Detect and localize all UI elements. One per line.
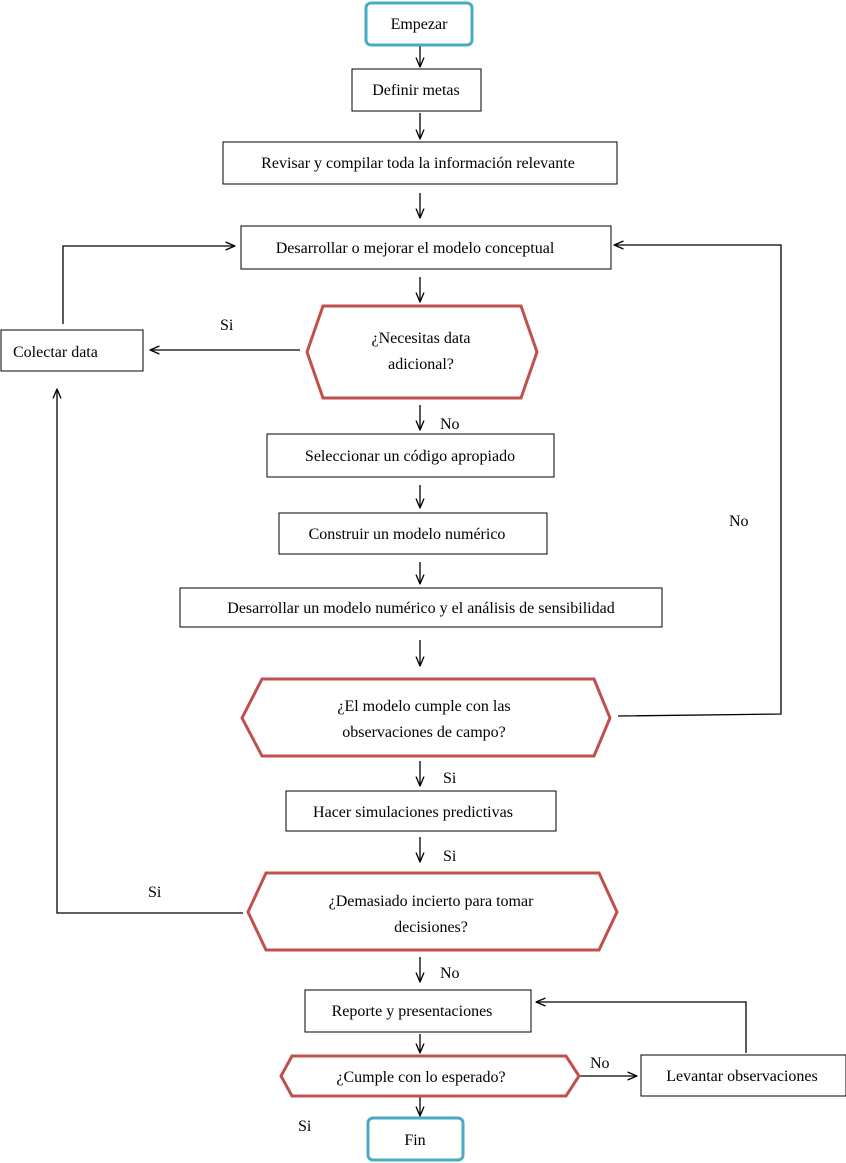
- sensitivity-label: Desarrollar un modelo numérico y el anál…: [227, 600, 614, 617]
- connectors: [57, 46, 782, 1116]
- expected-no-label: No: [590, 1055, 610, 1072]
- review-compile-label: Revisar y compilar toda la información r…: [261, 155, 575, 172]
- select-code-box: Seleccionar un código apropiado: [266, 433, 555, 478]
- expected-yes-label: Si: [298, 1118, 312, 1135]
- predictive-label: Hacer simulaciones predictivas: [313, 804, 513, 821]
- start-terminal: Empezar: [364, 1, 474, 47]
- review-compile-box: Revisar y compilar toda la información r…: [222, 141, 618, 185]
- arrow-model-matches-no-to-develop: [614, 245, 782, 717]
- build-model-label: Construir un modelo numérico: [309, 526, 506, 543]
- collect-data-box: Colectar data: [0, 329, 144, 372]
- raise-obs-label: Levantar observaciones: [666, 1068, 817, 1085]
- select-code-label: Seleccionar un código apropiado: [305, 448, 515, 465]
- define-goals-box: Definir metas: [351, 68, 482, 112]
- arrow-collect-to-develop: [62, 246, 235, 324]
- predictive-yes-label: Si: [443, 848, 457, 865]
- develop-model-label: Desarrollar o mejorar el modelo conceptu…: [276, 240, 555, 257]
- expected-decision: ¿Cumple con lo esperado?: [279, 1054, 581, 1098]
- report-box: Reporte y presentaciones: [304, 989, 532, 1033]
- need-data-line1: ¿Necesitas data: [371, 330, 470, 347]
- uncertain-line2: decisiones?: [394, 919, 468, 936]
- need-data-decision: ¿Necesitas data adicional?: [305, 304, 539, 400]
- predictive-box: Hacer simulaciones predictivas: [285, 790, 557, 832]
- collect-data-label: Colectar data: [13, 344, 98, 361]
- uncertain-yes-label: Si: [148, 884, 162, 901]
- uncertain-no-label: No: [440, 965, 460, 982]
- develop-model-box: Desarrollar o mejorar el modelo conceptu…: [240, 225, 612, 270]
- model-matches-no-label: No: [729, 513, 749, 530]
- uncertain-line1: ¿Demasiado incierto para tomar: [329, 893, 534, 910]
- need-data-no-label: No: [440, 416, 460, 433]
- end-label: Fin: [404, 1132, 425, 1149]
- start-label: Empezar: [391, 16, 449, 33]
- expected-label: ¿Cumple con lo esperado?: [336, 1069, 505, 1086]
- uncertain-decision: ¿Demasiado incierto para tomar decisione…: [246, 871, 619, 952]
- need-data-line2: adicional?: [388, 356, 454, 373]
- raise-obs-box: Levantar observaciones: [640, 1054, 846, 1097]
- model-matches-line1: ¿El modelo cumple con las: [337, 698, 510, 715]
- model-matches-decision: ¿El modelo cumple con las observaciones …: [240, 677, 612, 758]
- end-terminal: Fin: [366, 1116, 465, 1162]
- model-matches-yes-label: Si: [443, 770, 457, 787]
- model-matches-line2: observaciones de campo?: [342, 724, 505, 741]
- build-model-box: Construir un modelo numérico: [278, 512, 548, 555]
- sensitivity-box: Desarrollar un modelo numérico y el anál…: [179, 587, 663, 628]
- arrow-uncertain-yes-to-collect: [57, 389, 243, 914]
- report-label: Reporte y presentaciones: [332, 1003, 493, 1020]
- define-goals-label: Definir metas: [372, 82, 460, 99]
- arrow-raise-obs-to-report: [536, 1002, 747, 1053]
- need-data-yes-label: Si: [220, 317, 234, 334]
